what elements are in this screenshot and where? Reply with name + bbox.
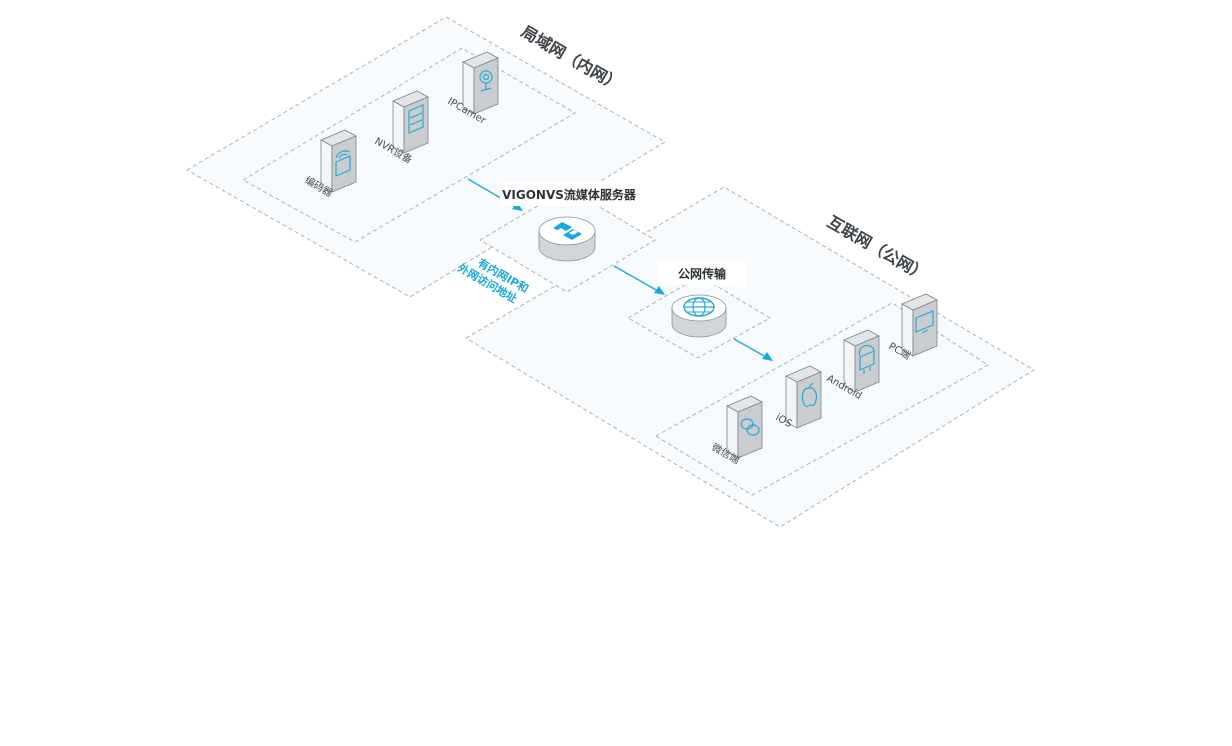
public-transfer-node: [671, 294, 727, 338]
transfer-label: 公网传输: [678, 266, 727, 281]
apple-icon: [801, 382, 818, 407]
wechat-client-device: [726, 395, 763, 459]
nvr-icon: [408, 104, 424, 134]
android-icon: [858, 344, 875, 374]
nvr-device: [392, 90, 429, 154]
ipcamera-device: [462, 51, 499, 115]
ios-client-device: [785, 365, 822, 429]
android-client-device: [843, 329, 880, 393]
monitor-icon: [915, 310, 934, 334]
globe-icon: [683, 297, 715, 317]
encoder-icon: [335, 150, 351, 177]
encoder-device: [320, 129, 357, 193]
pc-client-device: [901, 293, 938, 357]
server-tag: VIGONVS流媒体服务器: [500, 182, 638, 206]
wechat-icon: [740, 418, 760, 436]
server-logo-icon: [553, 222, 582, 240]
camera-icon: [479, 70, 493, 92]
streaming-server-node: [538, 216, 596, 262]
flow-arrow-server-to-transfer: [613, 265, 665, 295]
transfer-tag: 公网传输: [658, 261, 746, 285]
server-label: VIGONVS流媒体服务器: [502, 187, 637, 202]
flow-arrow-transfer-to-clients: [733, 338, 773, 361]
